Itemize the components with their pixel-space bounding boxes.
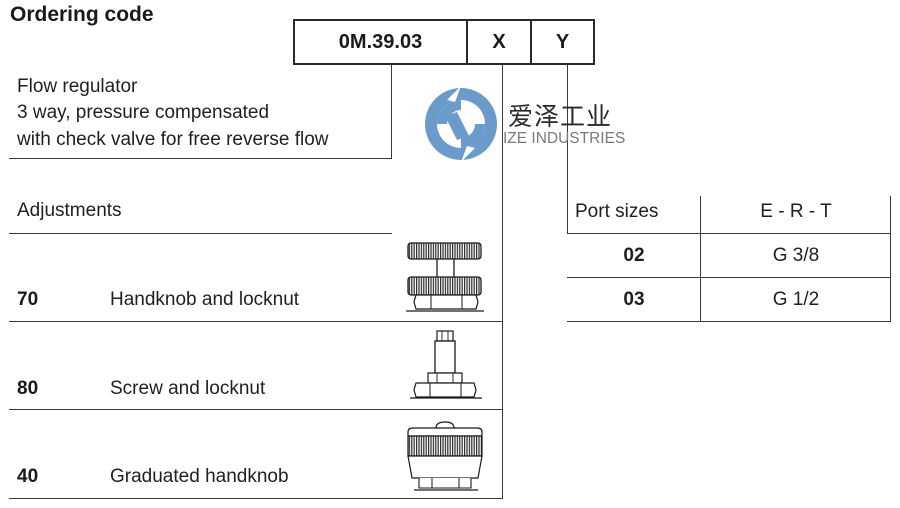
adjustment-label: Graduated handknob: [110, 466, 289, 487]
description-connector-line: [391, 65, 392, 159]
port-table-bottom-line: [567, 321, 891, 322]
product-description: Flow regulator 3 way, pressure compensat…: [17, 74, 329, 153]
port-connector-line: [567, 65, 568, 234]
ize-logo-icon: [425, 86, 497, 162]
description-line-3: with check valve for free reverse flow: [17, 129, 329, 150]
port-size-value: G 3/8: [772, 245, 820, 266]
port-size-code: 02: [623, 245, 645, 266]
graduated-handknob-icon: [407, 421, 483, 491]
port-size-value: G 1/2: [772, 289, 820, 310]
ordering-code-box: 0M.39.03 X Y: [293, 19, 595, 65]
handknob-locknut-icon: [406, 242, 484, 312]
port-names-header: E - R - T: [760, 201, 832, 222]
port-table-header-line: [567, 233, 891, 234]
row-divider: [9, 321, 503, 322]
port-size-code: 03: [623, 289, 645, 310]
adjustment-code: 70: [17, 289, 39, 310]
page-title: Ordering code: [10, 3, 154, 26]
adjustment-label: Screw and locknut: [110, 378, 266, 399]
port-table-row-line: [567, 277, 891, 278]
description-line-1: Flow regulator: [17, 76, 138, 97]
adjustments-underline: [9, 233, 392, 234]
adjustments-heading: Adjustments: [17, 200, 122, 221]
row-divider: [9, 498, 503, 499]
watermark-chinese: 爱泽工业: [508, 103, 613, 131]
option-x-code: X: [468, 21, 532, 63]
adjustment-label: Handknob and locknut: [110, 289, 300, 310]
port-table-column-divider: [700, 196, 701, 322]
adjustment-code: 80: [17, 378, 39, 399]
base-code: 0M.39.03: [295, 21, 468, 63]
description-underline: [9, 158, 392, 159]
screw-locknut-icon: [410, 330, 482, 399]
description-line-2: 3 way, pressure compensated: [17, 101, 270, 123]
adjustment-connector-line: [502, 65, 503, 499]
watermark-english: IZE INDUSTRIES: [503, 130, 626, 147]
option-y-code: Y: [555, 30, 570, 53]
port-table-right-border: [890, 196, 891, 322]
row-divider: [9, 409, 503, 410]
adjustment-code: 40: [17, 466, 39, 487]
port-sizes-header: Port sizes: [575, 201, 659, 222]
